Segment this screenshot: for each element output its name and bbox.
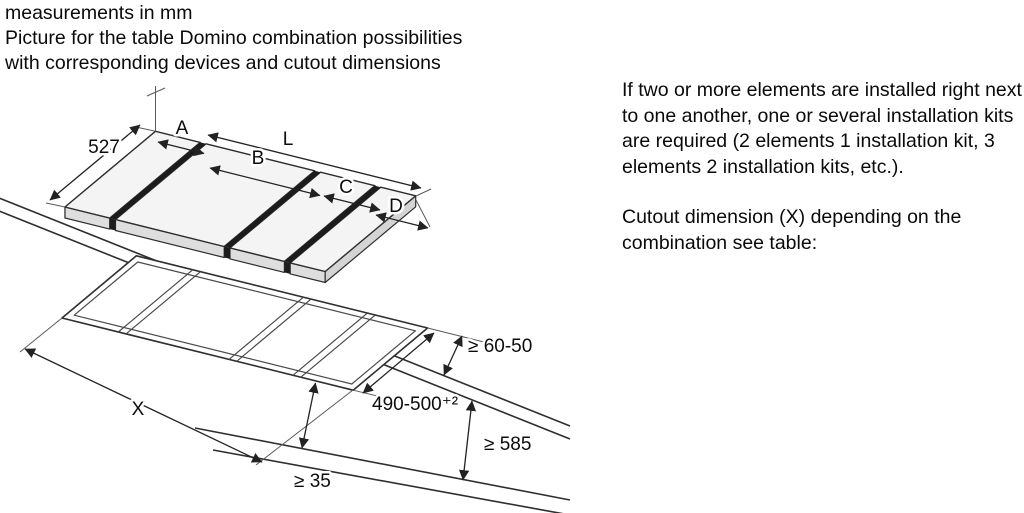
dim-c-label: C <box>339 177 353 198</box>
front-clearance-label: ≥ 35 <box>294 471 331 492</box>
caption-line-2: Picture for the table Domino combination… <box>5 27 463 49</box>
dim-x-label: X <box>132 399 145 420</box>
dimension-lines <box>24 124 477 481</box>
cutout-depth-label: 490-500⁺² <box>372 394 458 415</box>
installation-note: If two or more elements are installed ri… <box>622 78 1024 256</box>
dimension-labels: 527 A L B C D X ≥ 60-50 490-500⁺² ≥ 585 … <box>86 116 535 495</box>
figure-caption: measurements in mm Picture for the table… <box>5 1 615 76</box>
caption-line-3: with corresponding devices and cutout di… <box>5 52 441 74</box>
caption-line-1: measurements in mm <box>5 2 193 24</box>
worktop-depth-label: ≥ 585 <box>484 434 531 455</box>
worktop-cutout <box>61 255 429 392</box>
note-paragraph-cutout: Cutout dimension (X) depending on the co… <box>622 206 962 254</box>
note-paragraph-kits: If two or more elements are installed ri… <box>622 79 1022 178</box>
dim-527-label: 527 <box>88 137 120 158</box>
dim-l-label: L <box>283 129 294 150</box>
dim-b-label: B <box>252 148 265 169</box>
dim-a-label: A <box>176 118 189 139</box>
dim-d-label: D <box>389 196 403 217</box>
rear-clearance-label: ≥ 60-50 <box>468 336 532 357</box>
